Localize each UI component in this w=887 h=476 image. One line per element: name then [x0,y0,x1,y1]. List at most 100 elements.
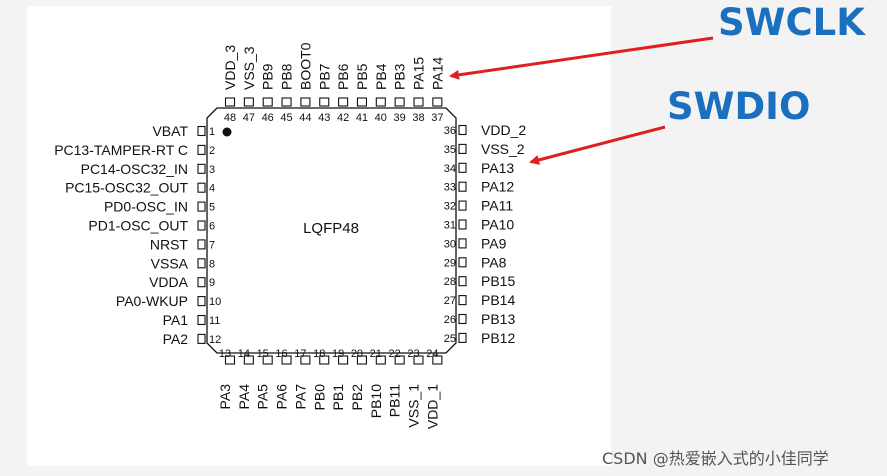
pin-pad [197,220,206,231]
pin-number: 32 [444,201,456,213]
pin-number: 48 [224,112,236,124]
pin-pad [432,355,443,365]
pin-number: 22 [389,348,401,360]
pin-number: 13 [219,348,231,360]
pin-number: 39 [394,112,406,124]
pin-number: 33 [444,182,456,194]
pin-name: PA2 [163,331,189,347]
pin-number: 40 [375,112,387,124]
pin-name: VSS_3 [241,46,257,90]
pin-number: 34 [444,163,456,175]
pin-name: PA7 [292,384,308,410]
pin-pad [432,97,443,107]
pin-number: 36 [444,125,456,137]
pin-number: 27 [444,295,456,307]
pin-pad [338,97,349,107]
pin-name: PA0-WKUP [116,293,188,309]
pin-number: 20 [351,348,363,360]
pin-pad [197,277,206,288]
pin-pad [197,333,206,344]
pin-pad [300,355,311,365]
pin-number: 46 [262,112,274,124]
pin-name: VDDA [149,274,189,290]
pin-number: 7 [209,239,215,251]
chip-body [206,107,457,354]
pin1-marker-dot [222,127,232,137]
pin-name: PB1 [330,384,346,411]
pin-name: PD0-OSC_IN [104,199,188,215]
pin-pad [394,355,405,365]
swdio-annotation: SWDIO [667,85,811,128]
pin-number: 18 [313,348,325,360]
pin-name: PA14 [429,57,445,90]
pin-number: 45 [280,112,292,124]
pin-name: PA12 [481,179,514,195]
pin-name: PA1 [163,312,189,328]
pin-pad [458,295,467,306]
pin-name: VBAT [152,123,188,139]
pin-pad [458,200,467,211]
pin-name: PC15-OSC32_OUT [65,180,188,196]
pin-name: PB9 [260,63,276,90]
pin-pad [262,355,273,365]
pin-name: PB2 [349,384,365,411]
watermark: CSDN @热爱嵌入式的小佳同学 [602,449,829,468]
pin-pad [243,355,254,365]
pin-pad [458,313,467,325]
package-label: LQFP48 [303,220,359,237]
pin-number: 26 [444,314,456,326]
pin-pad [413,97,424,107]
pin-name: PB14 [481,292,515,308]
pin-pad [281,355,292,365]
pin-name: VSSA [151,255,189,271]
pin-name: PC14-OSC32_IN [81,161,188,177]
pin-name: PB3 [392,63,408,90]
pin-name: VDD_1 [424,384,440,429]
pin-number: 9 [209,277,215,289]
pin-number: 19 [332,348,344,360]
pin-number: 28 [444,276,456,288]
pin-pad [281,97,292,107]
pin-number: 41 [356,112,368,124]
pin-number: 25 [444,333,456,345]
pin-number: 10 [209,296,221,308]
pin-number: 4 [209,183,215,195]
pin-name: PA6 [274,384,290,410]
swdio-arrow [529,125,666,165]
pin-number: 42 [337,112,349,124]
pin-name: PB4 [373,63,389,90]
pin-name: PA9 [481,235,507,251]
pin-pad [197,182,206,193]
pin-name: PA15 [411,57,427,90]
pin-pad [197,163,206,174]
pin-name: PB15 [481,273,515,289]
pin-number: 14 [238,348,250,360]
pin-pad [458,276,467,287]
pin-pad [243,97,254,107]
pin-name: VSS_2 [481,141,525,157]
pin-name: PC13-TAMPER-RT C [54,142,188,158]
pin-number: 12 [209,334,221,346]
swclk-annotation: SWCLK [718,1,865,44]
pin-name: PB7 [316,63,332,90]
pin-pad [458,238,467,249]
pin-number: 11 [209,315,220,327]
pin-name: PA13 [481,160,514,176]
pin-name: PA5 [255,384,271,410]
pin-pad [319,355,330,365]
pin-number: 16 [275,348,287,360]
pin-pad [458,143,467,154]
pin-number: 17 [294,348,306,360]
pin-number: 2 [209,145,215,157]
pin-number: 47 [243,112,255,124]
pin-name: PA8 [481,254,507,270]
pin-pad [394,97,405,107]
pin-pad [224,355,236,365]
pin-number: 38 [412,112,424,124]
pin-name: BOOT0 [297,42,313,90]
pin-pad [458,257,467,268]
pin-name: PB5 [354,63,370,90]
pin-pad [458,219,467,230]
pin-pad [197,296,206,307]
